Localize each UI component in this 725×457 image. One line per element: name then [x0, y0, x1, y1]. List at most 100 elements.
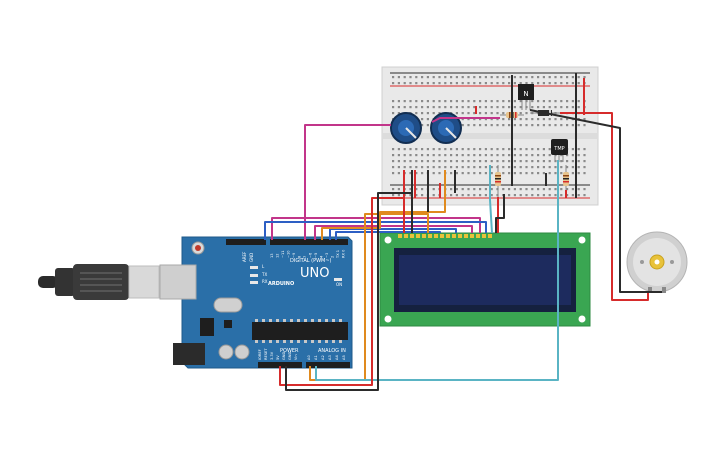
breadboard-hole: [508, 154, 511, 157]
wire-black-gnd: [285, 192, 412, 391]
breadboard-hole: [508, 82, 511, 85]
breadboard-hole: [484, 160, 487, 163]
breadboard-hole: [409, 194, 412, 197]
power-label: POWER: [280, 348, 299, 354]
lcd-screen: [399, 255, 571, 305]
breadboard-hole: [577, 172, 580, 175]
breadboard-hole: [461, 188, 464, 191]
wire-magenta-lcd-a: [271, 217, 481, 240]
breadboard-hole: [421, 166, 424, 169]
potentiometer-2[interactable]: [430, 112, 462, 144]
breadboard-hole: [467, 100, 470, 103]
breadboard-hole: [513, 154, 516, 157]
pin-label: IOREF: [258, 349, 262, 360]
breadboard-hole: [461, 148, 464, 151]
breadboard-hole: [542, 154, 545, 157]
breadboard-hole: [397, 166, 400, 169]
lcd-pin: [410, 234, 414, 238]
breadboard-hole: [554, 106, 557, 109]
breadboard-hole: [455, 154, 458, 157]
breadboard-hole: [484, 106, 487, 109]
breadboard-hole: [513, 82, 516, 85]
wire-orange-analog: [309, 213, 429, 381]
breadboard-hole: [566, 124, 569, 127]
breadboard-hole: [432, 194, 435, 197]
breadboard-hole: [548, 124, 551, 127]
breadboard-hole: [577, 188, 580, 191]
breadboard-hole: [473, 76, 476, 79]
potentiometer-1[interactable]: [390, 112, 422, 144]
breadboard-hole: [519, 118, 522, 121]
breadboard-hole: [525, 166, 528, 169]
breadboard-hole: [513, 76, 516, 79]
breadboard-hole: [577, 166, 580, 169]
breadboard-hole: [490, 166, 493, 169]
breadboard-hole: [432, 76, 435, 79]
breadboard-hole: [479, 148, 482, 151]
breadboard-hole: [560, 106, 563, 109]
breadboard-hole: [467, 154, 470, 157]
analog-label: ANALOG IN: [318, 348, 346, 354]
breadboard-hole: [490, 194, 493, 197]
breadboard-hole: [502, 76, 505, 79]
breadboard-hole: [461, 166, 464, 169]
lcd-pin: [440, 234, 444, 238]
breadboard-hole: [444, 76, 447, 79]
breadboard-hole: [554, 100, 557, 103]
header-digital: [270, 239, 348, 245]
breadboard-hole: [560, 124, 563, 127]
breadboard-hole: [484, 82, 487, 85]
breadboard-hole: [467, 166, 470, 169]
breadboard-hole: [490, 188, 493, 191]
breadboard-hole: [548, 160, 551, 163]
breadboard-hole: [432, 172, 435, 175]
breadboard-hole: [484, 154, 487, 157]
breadboard-hole: [490, 124, 493, 127]
breadboard-hole: [496, 100, 499, 103]
header-analog: [306, 362, 350, 368]
wire-teal-sensor: [315, 160, 559, 381]
breadboard-hole: [421, 194, 424, 197]
breadboard-hole: [537, 76, 540, 79]
breadboard-hole: [421, 148, 424, 151]
breadboard-hole: [502, 154, 505, 157]
breadboard-hole: [450, 166, 453, 169]
breadboard-hole: [426, 106, 429, 109]
breadboard-hole: [542, 188, 545, 191]
digital-label: DIGITAL (PWM~): [290, 258, 332, 264]
breadboard-hole: [415, 166, 418, 169]
breadboard-hole: [560, 194, 563, 197]
breadboard-hole: [467, 124, 470, 127]
lcd-pin: [476, 234, 480, 238]
breadboard-hole: [438, 172, 441, 175]
breadboard-hole: [554, 166, 557, 169]
breadboard-hole: [450, 160, 453, 163]
breadboard-hole: [537, 194, 540, 197]
breadboard-hole: [571, 100, 574, 103]
breadboard-hole: [508, 172, 511, 175]
breadboard-hole: [566, 118, 569, 121]
breadboard-hole: [525, 82, 528, 85]
breadboard-hole: [473, 172, 476, 175]
breadboard-hole: [566, 106, 569, 109]
pin-label: A0: [307, 355, 311, 360]
breadboard-hole: [531, 148, 534, 151]
pin-label: ~5: [314, 253, 318, 258]
reset-button-cap[interactable]: [195, 245, 201, 251]
breadboard-hole: [484, 112, 487, 115]
breadboard-hole: [444, 160, 447, 163]
breadboard-hole: [548, 106, 551, 109]
breadboard-hole: [502, 112, 505, 115]
breadboard-hole: [577, 82, 580, 85]
breadboard-hole: [415, 106, 418, 109]
wire-orange-pot: [321, 170, 446, 240]
breadboard-hole: [537, 166, 540, 169]
breadboard-hole: [537, 148, 540, 151]
breadboard-hole: [519, 124, 522, 127]
pin-label: ~11: [281, 250, 285, 258]
breadboard-hole: [513, 124, 516, 127]
breadboard-hole: [467, 148, 470, 151]
lcd-pin-header: [398, 234, 492, 238]
breadboard-hole: [566, 194, 569, 197]
